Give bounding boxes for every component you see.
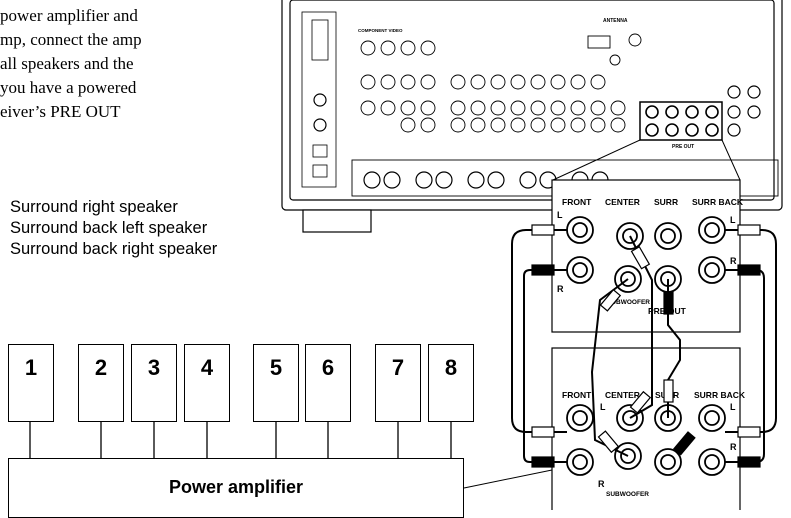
lower-l-left: L — [600, 402, 606, 412]
upper-r-left: R — [557, 284, 564, 294]
speaker-wires — [30, 422, 451, 458]
receiver-antenna-label: ANTENNA — [603, 18, 628, 24]
upper-r-right: R — [730, 256, 737, 266]
speaker-box-2: 2 — [78, 344, 124, 422]
lower-label-front: FRONT — [562, 390, 592, 400]
speaker-box-4: 4 — [184, 344, 230, 422]
receiver-component-video-label: COMPONENT VIDEO — [358, 28, 403, 33]
power-amplifier-box: Power amplifier — [8, 458, 464, 518]
lower-r-left: R — [598, 479, 605, 489]
pre-out-panel-lower — [552, 348, 740, 510]
upper-label-surr: SURR — [654, 197, 678, 207]
speaker-box-6: 6 — [305, 344, 351, 422]
upper-label-surr-back: SURR BACK — [692, 197, 744, 207]
lower-l-right: L — [730, 402, 736, 412]
lower-r-right: R — [730, 442, 737, 452]
speaker-box-3: 3 — [131, 344, 177, 422]
speaker-box-5: 5 — [253, 344, 299, 422]
upper-l-left: L — [557, 210, 563, 220]
speaker-box-8: 8 — [428, 344, 474, 422]
lower-subwoofer-label: SUBWOOFER — [606, 491, 649, 498]
upper-l-right: L — [730, 215, 736, 225]
upper-label-center: CENTER — [605, 197, 640, 207]
speaker-box-7: 7 — [375, 344, 421, 422]
upper-label-front: FRONT — [562, 197, 592, 207]
speaker-box-1: 1 — [8, 344, 54, 422]
lower-label-center: CENTER — [605, 390, 640, 400]
lower-label-surr-back: SURR BACK — [694, 390, 746, 400]
receiver-pre-out-label: PRE OUT — [672, 144, 694, 150]
